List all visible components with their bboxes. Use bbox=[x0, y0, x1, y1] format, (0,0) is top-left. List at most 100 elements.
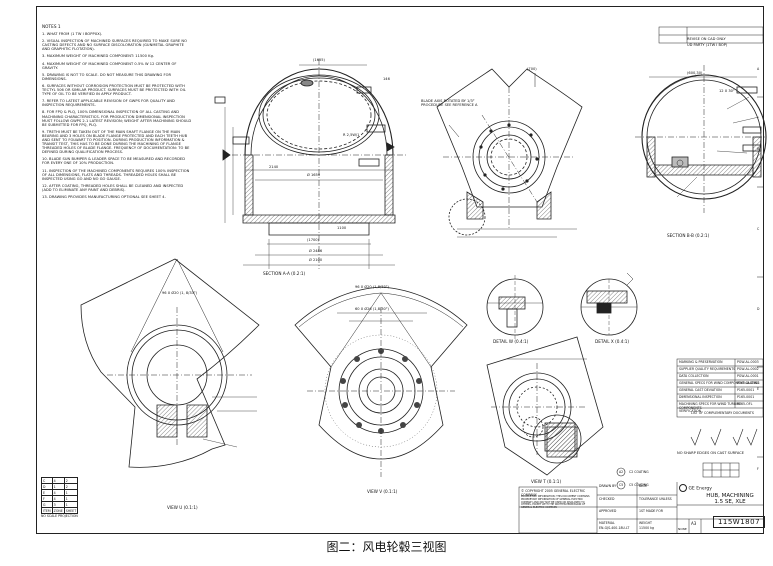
zone-table-row: G 3 1 bbox=[41, 501, 79, 508]
detail-w bbox=[486, 275, 544, 339]
row-marker: D bbox=[757, 307, 760, 311]
doc-row-label: DIMENSIONAL INSPECTION bbox=[679, 395, 722, 399]
dimension-label: (1700) bbox=[307, 238, 319, 242]
note-item: 2. VISUAL INSPECTION OF MACHINED SURFACE… bbox=[42, 39, 188, 52]
section-b-b-label: SECTION B-B (0.2:1) bbox=[667, 233, 710, 238]
note-item: 6. SURFACES WITHOUT CORROSION PROTECTION… bbox=[42, 83, 186, 97]
note-item: 4. MAXIMUM WEIGHT OF MACHINED COMPONENT … bbox=[42, 61, 177, 70]
note-item: 1. WHAT FROM (1 TW I BOPPXX). bbox=[42, 32, 103, 37]
doc-row-label: MARKING & PRESERVATION bbox=[679, 360, 723, 364]
doc-row-label: GENERAL SPECS FOR WIND COMPONENT CASTING bbox=[679, 381, 760, 385]
dimension-label: 60 X Ø26 (1,8/30°) bbox=[355, 307, 389, 311]
row-marker: C bbox=[757, 227, 760, 231]
doc-row-code: PGW-AL-0003 bbox=[737, 360, 759, 364]
detail-x bbox=[580, 272, 638, 336]
checked-label: CHECKED bbox=[599, 497, 615, 501]
zone-table-header: ITEM ZONE SHEET bbox=[41, 507, 79, 514]
doc-row-label: SUPPLIER QUALITY REQUIREMENTS bbox=[679, 367, 736, 371]
note-item: 5. DRAWING IS NOT TO SCALE. DO NOT MEASU… bbox=[42, 72, 172, 81]
row-marker: A bbox=[757, 67, 760, 71]
sharp-edges-note: NO SHARP EDGES ON CAST SURFACE bbox=[677, 451, 744, 455]
weight-label: WEIGHT bbox=[639, 521, 652, 525]
note-item: 13. DRAWING PROVIDES MANUFACTURING OPTIO… bbox=[42, 195, 166, 199]
doc-row-code: PGW-AL-0002 bbox=[737, 367, 759, 371]
note-item: 11. INSPECTION OF THE MACHINED COMPONENT… bbox=[42, 168, 190, 181]
note-item: 9. TRETHI MUST BE TAKEN OUT OF THE MAIN … bbox=[42, 129, 190, 155]
general-notes: NOTES 1 1. WHAT FROM (1 TW I BOPPXX). 2.… bbox=[42, 24, 192, 202]
dimension-label: 146 bbox=[383, 77, 390, 81]
doc-row-code: PGW-AL-0001 bbox=[737, 374, 759, 378]
coating-id: A2 bbox=[619, 470, 624, 474]
row-marker: E bbox=[757, 387, 760, 391]
zone-table-footer: NO SCALE PROJECTION bbox=[41, 514, 78, 518]
title-block-frame bbox=[518, 482, 763, 534]
doc-row-label: MACHINING SPECS FOR WIND TURBINE COMPONE… bbox=[679, 402, 742, 410]
view-u bbox=[80, 258, 260, 468]
dimension-label: Ø 1650 bbox=[307, 173, 321, 177]
coating-symbols bbox=[616, 467, 626, 490]
first-made-label: 1ST MADE FOR bbox=[639, 509, 663, 513]
dimension-label: 96 X Ø20 (1,8/33°) bbox=[355, 285, 389, 289]
company-logo: GE Energy bbox=[679, 484, 712, 492]
section-b-b-view bbox=[635, 65, 767, 213]
complementary-docs-footer: LIST OF COMPLEMENTARY DOCUMENTS bbox=[691, 411, 754, 415]
zone-header: ZONE bbox=[51, 507, 65, 514]
complementary-docs-frame bbox=[676, 358, 764, 418]
view-t-label: VIEW T (0.1:1) bbox=[531, 479, 562, 484]
sheet-size: A3 bbox=[691, 521, 697, 526]
blade-flange-section-view bbox=[434, 68, 584, 238]
detail-x-label: DETAIL X (0.4:1) bbox=[595, 339, 630, 344]
drawn-label: DRAWN BY bbox=[599, 484, 617, 488]
approved-label: APPROVED bbox=[599, 509, 617, 513]
drawing-number: 115W1807 bbox=[713, 516, 765, 528]
sheet-scale: NONE bbox=[678, 527, 687, 531]
date-label: DATE bbox=[639, 484, 648, 488]
coating-label: C5 COATING bbox=[629, 483, 649, 487]
row-marker: F bbox=[757, 467, 759, 471]
dimension-label: Ø 2100 bbox=[309, 258, 323, 262]
surface-finish-symbols bbox=[690, 428, 758, 446]
dimension-label: 2140 bbox=[269, 165, 279, 169]
doc-row-code: P165-AL-0002 bbox=[737, 381, 760, 385]
view-t bbox=[486, 336, 604, 476]
dimension-label: R 2,5W/1 bbox=[343, 133, 360, 137]
coating-id: C5 bbox=[619, 483, 624, 487]
note-item: 8. FOR FPQ & PLQ, 100% DIMENSIONAL INSPE… bbox=[42, 110, 192, 127]
note-item: 12. AFTER COATING, THREADED HOLES SHALL … bbox=[42, 183, 184, 192]
drawing-title: HUB, MACHINING bbox=[706, 493, 754, 499]
dimension-label: 1100 bbox=[337, 226, 347, 230]
weight-value: 11500 kg bbox=[639, 526, 655, 530]
copyright-text: © COPYRIGHT 2005 GENERAL ELECTRIC COMPAN… bbox=[521, 489, 586, 497]
drawing-canvas bbox=[80, 26, 767, 534]
row-marker: B bbox=[757, 147, 760, 151]
dimension-label: Ø 2486 bbox=[309, 249, 323, 253]
company-name: GE Energy bbox=[688, 486, 712, 492]
material-value: EN-GJS-400-18U-LT bbox=[599, 526, 630, 530]
dimension-label: (700) bbox=[527, 67, 537, 71]
view-v-label: VIEW V (0.1:1) bbox=[367, 489, 398, 494]
ge-logo-icon bbox=[679, 484, 687, 492]
doc-row-label: DATA COLLECTION bbox=[679, 374, 709, 378]
detail-w-label: DETAIL W (0.4:1) bbox=[493, 339, 529, 344]
zone-header: SHEET bbox=[63, 507, 79, 514]
section-a-a-label: SECTION A-A (0.2:1) bbox=[263, 271, 306, 276]
coating-label: C2 COATING bbox=[629, 470, 649, 474]
dimension-label: (600,30) bbox=[687, 71, 703, 75]
doc-row-code: P165-OFL bbox=[737, 402, 753, 406]
zone-table: C 4 2 D 1 2 E 4 1 F 4 1 G 3 1 bbox=[41, 477, 79, 518]
blade-axis-note: BLADE AXIS ROTATED BY 1/3° PROCEDURE SEE… bbox=[421, 99, 478, 107]
figure-caption: 图二：风电轮毂三视图 bbox=[326, 540, 447, 554]
dimension-label: 12 X 30° bbox=[719, 89, 735, 93]
detail-y bbox=[532, 414, 582, 464]
hub-bolt-pattern bbox=[340, 348, 422, 434]
material-label: MATERIAL bbox=[599, 521, 615, 525]
view-u-label: VIEW U (0.1:1) bbox=[167, 505, 198, 510]
tolerance-label: TOLERANCE UNLESS bbox=[639, 497, 672, 501]
doc-row-code: P165-0001 bbox=[737, 388, 755, 392]
section-a-a-view bbox=[214, 59, 407, 269]
notes-header: NOTES 1 bbox=[42, 24, 61, 29]
dimension-label: (1655) bbox=[313, 58, 325, 62]
doc-row-label: VERIFICATION bbox=[679, 409, 702, 413]
drawing-sheet: NOTES 1 1. WHAT FROM (1 TW I BOPPXX). 2.… bbox=[36, 6, 767, 534]
revision-line-1: REVISE ON CAD ONLY bbox=[687, 37, 726, 41]
